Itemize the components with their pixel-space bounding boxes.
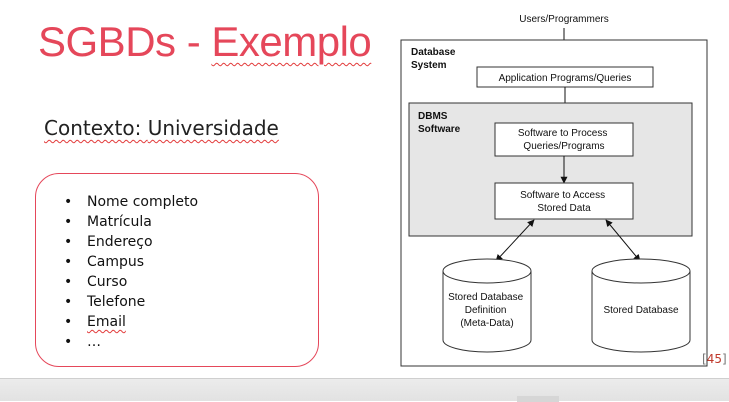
attributes-box xyxy=(35,173,319,367)
list-item: Endereço xyxy=(64,232,198,252)
attributes-list: Nome completo Matrícula Endereço Campus … xyxy=(64,192,198,352)
dbms-software-label: DBMS Software xyxy=(418,111,461,135)
dbms-diagram: Users/Programmers Database System Applic… xyxy=(380,0,729,378)
context-heading: Contexto: Universidade xyxy=(44,116,279,140)
process-label: Software to Process Queries/Programs xyxy=(518,128,610,152)
metadata-label: Stored Database Definition (Meta-Data) xyxy=(448,292,526,329)
list-item: Curso xyxy=(64,272,198,292)
database-system-label: Database System xyxy=(411,47,458,71)
scrollbar-thumb[interactable] xyxy=(517,396,559,402)
list-item: Email xyxy=(64,312,198,332)
context-value: Universidade xyxy=(147,116,279,140)
reference-citation: [45] xyxy=(702,352,727,366)
access-label: Software to Access Stored Data xyxy=(520,190,608,214)
reference-number: 45 xyxy=(706,352,722,366)
access-box xyxy=(494,182,634,220)
slide-title: SGBDs - Exemplo xyxy=(38,18,372,66)
list-item: Matrícula xyxy=(64,212,198,232)
users-label: Users/Programmers xyxy=(519,14,608,25)
list-item: … xyxy=(64,332,198,352)
list-item: Telefone xyxy=(64,292,198,312)
context-label: Contexto: xyxy=(44,116,148,140)
arrow-access-to-metadata xyxy=(495,219,535,262)
application-label: Application Programs/Queries xyxy=(499,73,632,84)
stored-database-cylinder: Stored Database xyxy=(591,258,691,353)
list-item: Campus xyxy=(64,252,198,272)
bottom-scrollbar[interactable] xyxy=(0,378,729,402)
arrow-access-to-stored xyxy=(605,219,641,262)
metadata-cylinder: Stored Database Definition (Meta-Data) xyxy=(442,258,532,353)
title-text: SGBDs - xyxy=(38,18,212,65)
list-item: Nome completo xyxy=(64,192,198,212)
process-box xyxy=(494,122,634,157)
stored-database-label: Stored Database xyxy=(603,305,678,316)
title-text-underlined: Exemplo xyxy=(211,18,372,65)
slide: SGBDs - Exemplo Contexto: Universidade N… xyxy=(0,0,729,378)
